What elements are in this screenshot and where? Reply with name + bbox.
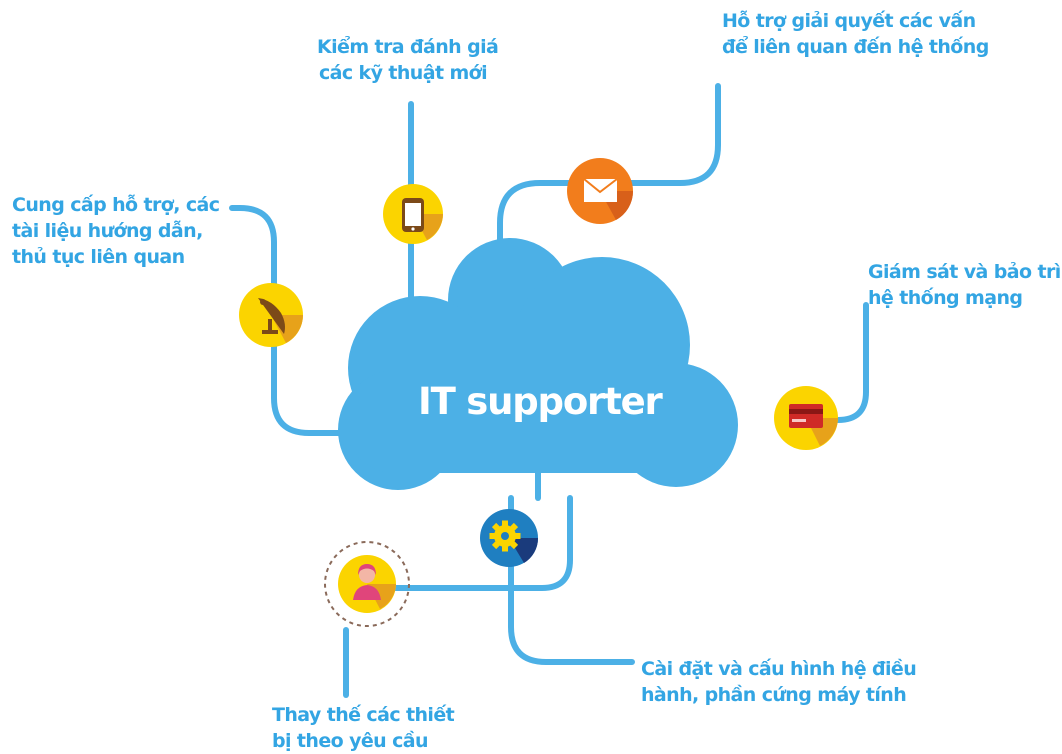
connector-bottom-b xyxy=(377,495,573,591)
topic-label-line: các kỹ thuật mới xyxy=(319,62,488,84)
gear-icon xyxy=(480,509,539,567)
topic-label-line: Thay thế các thiết xyxy=(272,704,455,726)
topic-label-line: tài liệu hướng dẫn, xyxy=(12,220,203,242)
topic-label-line: thủ tục liên quan xyxy=(12,246,185,268)
topic-label-network-maintenance: Giám sát và bảo trì hệ thống mạng xyxy=(868,259,1061,311)
topic-label-system-issues: Hỗ trợ giải quyết các vấn để liên quan đ… xyxy=(722,8,989,60)
person-icon xyxy=(324,541,410,627)
gear-tooth xyxy=(514,533,521,539)
cloud-title: IT supporter xyxy=(418,380,663,423)
topic-label-line: bị theo yêu cầu xyxy=(272,730,429,752)
topic-label-line: Kiểm tra đánh giá xyxy=(317,36,499,58)
topic-label-line: hệ thống mạng xyxy=(868,287,1023,309)
connector-right xyxy=(797,302,869,423)
gear-tooth xyxy=(502,545,508,552)
gear-tooth xyxy=(509,522,519,532)
topic-label-line: Cung cấp hỗ trợ, các xyxy=(12,194,220,216)
topic-label-line: hành, phần cứng máy tính xyxy=(641,684,907,706)
satellite-dish-icon xyxy=(239,283,303,347)
topic-label-line: Giám sát và bảo trì xyxy=(868,261,1061,283)
topic-label-device-replacement: Thay thế các thiết bị theo yêu cầu xyxy=(272,702,455,754)
topic-label-evaluate-new-tech: Kiểm tra đánh giá các kỹ thuật mới xyxy=(317,34,499,86)
gear-tooth xyxy=(489,533,496,539)
gear-tooth xyxy=(502,520,508,527)
topic-label-line: Hỗ trợ giải quyết các vấn xyxy=(722,10,976,32)
topic-label-line: Cài đặt và cấu hình hệ điều xyxy=(641,658,917,680)
credit-card-icon xyxy=(774,386,838,450)
cloud-shape xyxy=(338,238,738,490)
topic-label-os-install: Cài đặt và cấu hình hệ điều hành, phần c… xyxy=(641,656,917,708)
connector-bottomright xyxy=(508,495,635,665)
gear-tooth xyxy=(491,540,501,550)
smartphone-icon xyxy=(383,184,443,244)
topic-label-support-docs: Cung cấp hỗ trợ, các tài liệu hướng dẫn,… xyxy=(12,192,220,270)
envelope-icon xyxy=(567,158,634,224)
gear-tooth xyxy=(509,540,519,550)
topic-label-line: để liên quan đến hệ thống xyxy=(722,36,989,58)
gear-tooth xyxy=(491,522,501,532)
